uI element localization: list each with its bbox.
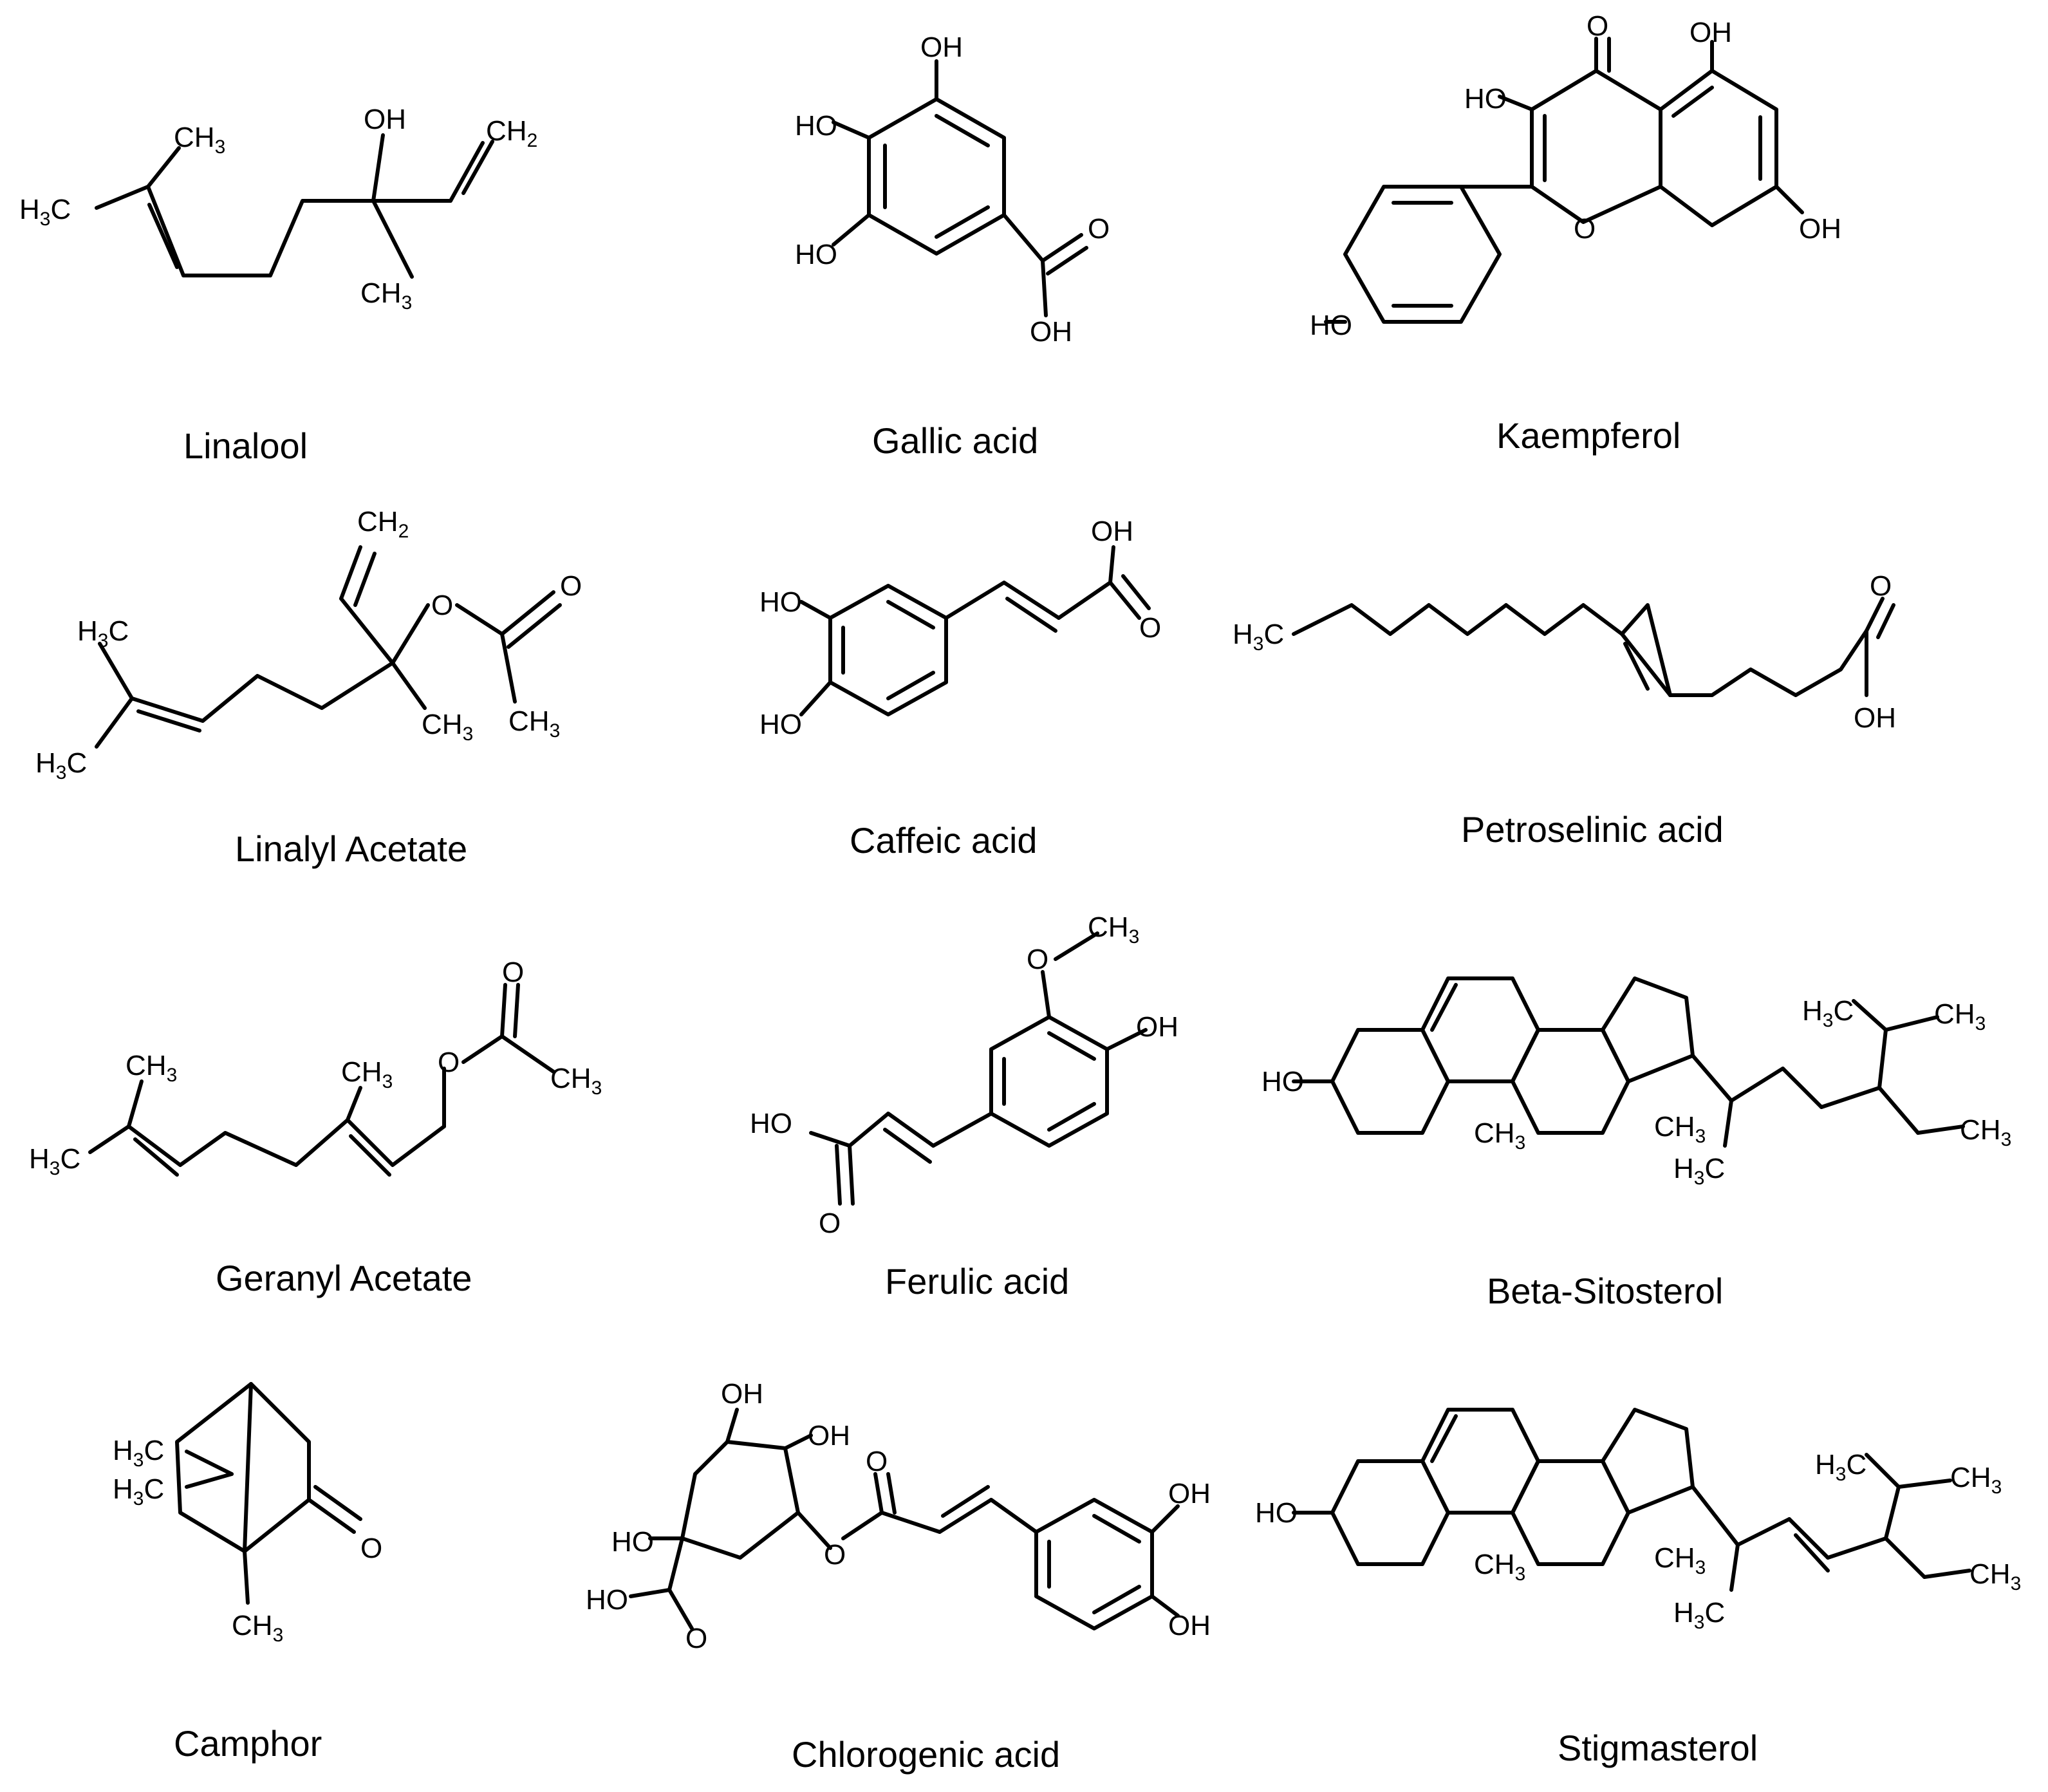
atom-label: CH2 (357, 506, 409, 542)
atom-label: O (1027, 944, 1048, 975)
atom-label: CH2 (486, 115, 537, 151)
compound-name-camphor: Camphor (174, 1723, 322, 1764)
structure-stigmasterol: HO CH3 CH3 H3C H3C CH3 CH3 (1255, 1408, 2021, 1633)
atom-label: H3C (113, 1435, 164, 1471)
compound-name-gallic-acid: Gallic acid (872, 420, 1038, 461)
atom-label: HO (1464, 83, 1507, 115)
structure-chlorogenic-acid: OH OH O O HO HO O OH OH (586, 1378, 1211, 1654)
atom-label: OH (364, 104, 406, 135)
atom-label: HO (586, 1584, 628, 1616)
atom-label: OH (920, 32, 963, 63)
atom-label: O (360, 1533, 382, 1564)
atom-label: OH (1030, 316, 1072, 348)
atom-label: O (1870, 570, 1892, 602)
atom-label: CH3 (126, 1050, 177, 1086)
atom-label: H3C (1802, 995, 1854, 1031)
atom-label: CH3 (1474, 1549, 1525, 1585)
atom-label: H3C (35, 747, 87, 783)
atom-label: OH (1690, 17, 1732, 48)
structure-geranyl-acetate: H3C CH3 CH3 O O CH3 (29, 957, 602, 1179)
atom-label: HO (1310, 310, 1352, 341)
atom-label: O (685, 1623, 707, 1654)
atom-label: HO (750, 1108, 792, 1139)
compound-name-stigmasterol: Stigmasterol (1558, 1728, 1758, 1768)
structure-beta-sitosterol: HO CH3 CH3 H3C H3C CH3 CH3 (1261, 976, 2011, 1189)
atom-label: CH3 (508, 705, 560, 742)
atom-label: CH3 (1088, 911, 1139, 947)
structure-caffeic-acid: HO HO OH O (759, 516, 1161, 740)
atom-label: HO (1261, 1066, 1304, 1097)
structure-camphor: H3C H3C O CH3 (113, 1382, 382, 1646)
structure-kaempferol: O OH HO O OH HO (1310, 10, 1841, 341)
atom-label: H3C (1673, 1153, 1725, 1189)
atom-label: CH3 (1960, 1114, 2011, 1150)
structure-ferulic-acid: O CH3 OH HO O (750, 911, 1178, 1239)
atom-label: HO (795, 110, 837, 142)
atom-label: H3C (1233, 619, 1284, 655)
atom-label: O (560, 570, 582, 602)
atom-label: O (819, 1208, 841, 1239)
atom-label: H3C (29, 1143, 80, 1179)
compound-name-kaempferol: Kaempferol (1496, 415, 1680, 456)
atom-label: CH3 (1969, 1558, 2021, 1594)
atom-label: CH3 (550, 1063, 602, 1099)
compound-name-linalool: Linalool (183, 425, 308, 466)
atom-label: OH (1091, 516, 1133, 547)
atom-label: OH (1168, 1478, 1211, 1509)
atom-label: O (438, 1047, 460, 1078)
atom-label: OH (808, 1420, 850, 1451)
atom-label: CH3 (1654, 1542, 1706, 1578)
compound-name-geranyl-acetate: Geranyl Acetate (216, 1258, 472, 1298)
atom-label: O (502, 957, 524, 988)
atom-label: CH3 (1950, 1462, 2002, 1498)
atom-label: CH3 (1934, 998, 1986, 1034)
atom-label: O (1587, 10, 1608, 42)
compound-name-chlorogenic-acid: Chlorogenic acid (792, 1734, 1060, 1775)
atom-label: H3C (19, 194, 71, 230)
compound-name-linalyl-acetate: Linalyl Acetate (235, 828, 467, 869)
atom-label: O (1139, 612, 1161, 644)
atom-label: H3C (1673, 1597, 1725, 1633)
atom-label: OH (1854, 702, 1896, 734)
atom-label: CH3 (1474, 1117, 1525, 1153)
compound-name-ferulic-acid: Ferulic acid (885, 1261, 1069, 1302)
atom-label: OH (1168, 1610, 1211, 1641)
atom-label: O (431, 590, 453, 621)
atom-label: O (1574, 213, 1596, 245)
atom-label: CH3 (174, 122, 225, 158)
atom-label: O (824, 1539, 846, 1571)
atom-label: CH3 (341, 1056, 393, 1092)
atom-label: CH3 (360, 277, 412, 313)
atom-label: O (866, 1446, 888, 1477)
atom-label: H3C (1815, 1449, 1866, 1485)
atom-label: CH3 (232, 1610, 283, 1646)
structure-gallic-acid: OH HO HO O OH (795, 32, 1110, 348)
atom-label: CH3 (422, 709, 473, 745)
atom-label: CH3 (1654, 1111, 1706, 1147)
atom-label: HO (1255, 1497, 1298, 1529)
atom-label: HO (611, 1526, 654, 1558)
structure-linalyl-acetate: H3C H3C CH2 O O CH3 CH3 (35, 506, 582, 783)
atom-label: H3C (77, 615, 129, 651)
structure-petroselinic-acid: H3C O OH (1233, 570, 1896, 734)
atom-label: O (1088, 213, 1110, 245)
atom-label: OH (721, 1378, 763, 1410)
atom-label: OH (1799, 213, 1841, 245)
compound-name-beta-sitosterol: Beta-Sitosterol (1487, 1271, 1723, 1311)
compound-name-petroselinic-acid: Petroselinic acid (1461, 809, 1724, 850)
structure-linalool: H3C CH3 OH CH2 CH3 (19, 104, 537, 313)
atom-label: HO (759, 586, 802, 618)
atom-label: HO (795, 239, 837, 270)
atom-label: OH (1136, 1011, 1178, 1043)
atom-label: HO (759, 709, 802, 740)
compound-name-caffeic-acid: Caffeic acid (850, 820, 1038, 861)
atom-label: H3C (113, 1473, 164, 1509)
